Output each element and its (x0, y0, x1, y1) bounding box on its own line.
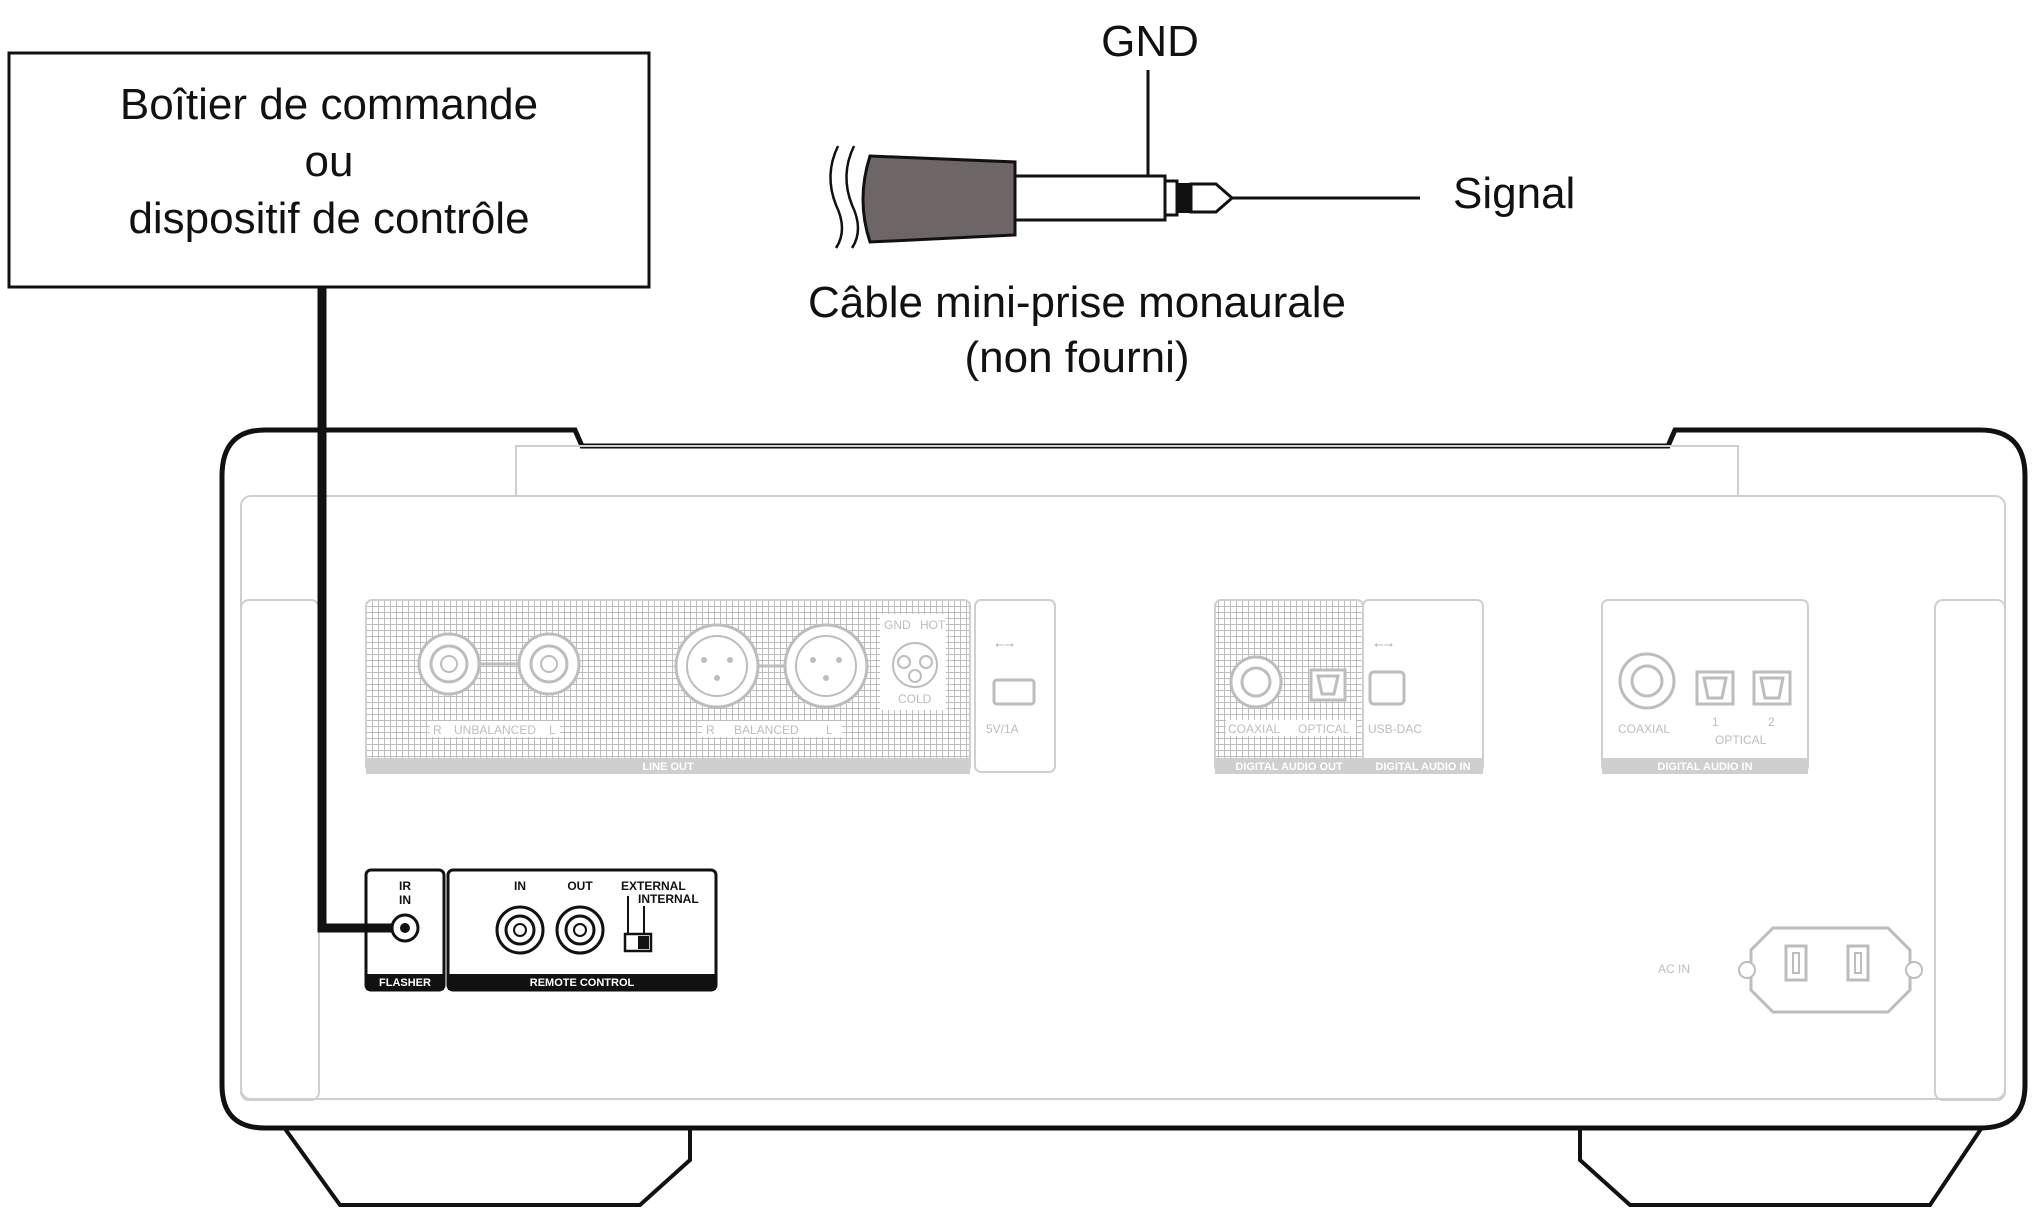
coaxial-in-label: COAXIAL (1618, 722, 1670, 736)
device-body-outline (219, 427, 2028, 1131)
ir-label: IR (399, 879, 411, 893)
gnd-label: GND (1101, 17, 1199, 66)
external-label: EXTERNAL (621, 879, 686, 893)
plug-tip (1189, 182, 1235, 214)
digital-audio-out-label: DIGITAL AUDIO OUT (1235, 761, 1343, 773)
control-box: Boîtier de commande ou dispositif de con… (7, 51, 651, 289)
control-box-line1: Boîtier de commande (120, 80, 538, 129)
balanced-label: BALANCED (734, 723, 799, 737)
plug-insulator (1177, 183, 1191, 213)
flasher-block: FLASHER IR IN (364, 868, 446, 992)
remote-control-label: REMOTE CONTROL (530, 977, 635, 989)
unbalanced-l-label: L (549, 723, 556, 737)
rc-in-jack[interactable] (495, 905, 545, 955)
balanced-r-label: R (706, 723, 715, 737)
unbalanced-rca-r-jack[interactable] (417, 632, 481, 696)
usb-power-icon: ⭠⭢ (995, 637, 1015, 651)
plug-sleeve (1013, 174, 1167, 222)
internal-label: INTERNAL (638, 892, 699, 906)
coaxial-out-label: COAXIAL (1228, 722, 1280, 736)
right-foot (1578, 1106, 1997, 1207)
cable-break-mark (829, 145, 844, 249)
cable-caption-line1: Câble mini-prise monaurale (808, 278, 1346, 327)
usb-a-port[interactable] (992, 678, 1036, 706)
xlr-cold-label: COLD (898, 692, 932, 706)
rc-out-jack[interactable] (555, 905, 605, 955)
device-rear-panel: LINE OUT R UNBALANCED L (219, 427, 2028, 1207)
usb-power-block: ⭠⭢ 5V/1A (974, 599, 1056, 773)
optical-in-1-label: 1 (1712, 715, 1719, 729)
signal-label: Signal (1453, 169, 1575, 218)
optical-in-2-port[interactable] (1752, 670, 1792, 706)
optical-in-2-label: 2 (1768, 715, 1775, 729)
digital-audio-in-label: DIGITAL AUDIO IN (1657, 761, 1752, 773)
usb-power-label: 5V/1A (986, 722, 1019, 736)
balanced-xlr-l-jack[interactable] (783, 623, 869, 709)
mini-plug-cable: GND Signal Câble mini-prise monaurale (n… (808, 17, 1575, 382)
line-out-label: LINE OUT (642, 761, 694, 773)
unbalanced-r-label: R (433, 723, 442, 737)
unbalanced-label: UNBALANCED (454, 723, 536, 737)
digital-audio-in-block: DIGITAL AUDIO IN COAXIAL 1 2 OPTICAL (1601, 599, 1809, 774)
control-box-line3: dispositif de contrôle (128, 194, 529, 243)
usb-dac-icon: ⭠⭢ (1374, 637, 1394, 651)
xlr-pin-diagram (892, 642, 938, 688)
ac-in-label: AC IN (1658, 962, 1690, 976)
xlr-hot-label: HOT (920, 618, 946, 632)
coaxial-out-jack[interactable] (1229, 655, 1283, 709)
control-box-line2: ou (305, 137, 354, 186)
ac-in-socket[interactable] (1749, 926, 1912, 1014)
digital-audio-out-block: DIGITAL AUDIO OUT COAXIAL OPTICAL (1214, 599, 1364, 774)
coaxial-in-jack[interactable] (1618, 652, 1676, 710)
xlr-gnd-label: GND (884, 618, 911, 632)
ir-in-label: IN (399, 893, 411, 907)
flasher-label: FLASHER (379, 977, 431, 989)
usb-dac-block: DIGITAL AUDIO IN ⭠⭢ USB-DAC (1362, 599, 1484, 774)
plug-body (861, 154, 1017, 244)
usb-b-port[interactable] (1368, 670, 1406, 706)
ac-inlet: AC IN (1658, 926, 1923, 1014)
left-foot (268, 1106, 692, 1207)
cable-caption-line2: (non fourni) (964, 333, 1189, 382)
balanced-l-label: L (826, 723, 833, 737)
optical-in-label: OPTICAL (1715, 733, 1767, 747)
unbalanced-rca-l-jack[interactable] (517, 632, 581, 696)
usb-dac-digital-in-label: DIGITAL AUDIO IN (1375, 761, 1470, 773)
remote-control-block: REMOTE CONTROL IN OUT EXTERNAL INTERNAL (446, 868, 718, 992)
balanced-xlr-r-jack[interactable] (674, 623, 760, 709)
optical-in-1-port[interactable] (1695, 670, 1735, 706)
optical-out-port[interactable] (1309, 668, 1347, 702)
rc-in-label: IN (514, 879, 526, 893)
usb-dac-label: USB-DAC (1368, 722, 1422, 736)
optical-out-label: OPTICAL (1298, 722, 1350, 736)
external-internal-switch[interactable] (623, 932, 653, 953)
rc-out-label: OUT (567, 879, 593, 893)
line-out-block: LINE OUT R UNBALANCED L (365, 599, 971, 774)
connection-cable (317, 287, 392, 933)
